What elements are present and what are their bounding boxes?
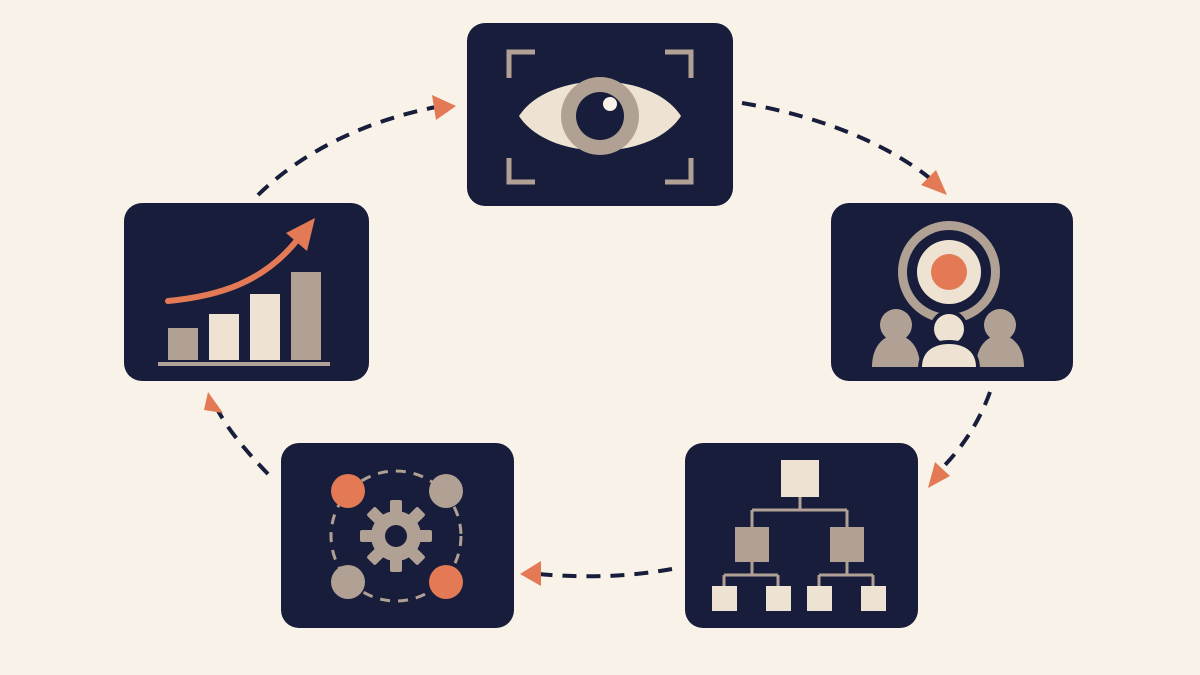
gear-network-icon — [329, 469, 463, 603]
arrowhead-to-target — [921, 170, 947, 195]
node-structure-panel — [685, 443, 918, 628]
arrowhead-to-process — [520, 561, 541, 586]
connector-growth-to-observe — [256, 105, 437, 197]
node-growth-panel — [124, 203, 369, 381]
hierarchy-icon — [712, 460, 886, 611]
arrowhead-to-observe — [432, 95, 456, 120]
arrowhead-to-growth — [204, 392, 223, 413]
node-target — [831, 203, 1073, 381]
node-observe — [467, 23, 733, 206]
connector-target-to-structure — [936, 391, 992, 474]
arrowhead-to-structure — [928, 462, 950, 488]
node-growth — [124, 203, 369, 381]
eye-icon — [506, 49, 694, 185]
node-process — [281, 443, 514, 628]
node-structure — [685, 443, 918, 628]
target-audience-icon — [872, 221, 1024, 369]
growth-chart-icon — [158, 218, 330, 366]
arrowheads — [204, 95, 950, 586]
focus-frame-icon — [506, 49, 694, 185]
connector-observe-to-target — [741, 101, 934, 182]
